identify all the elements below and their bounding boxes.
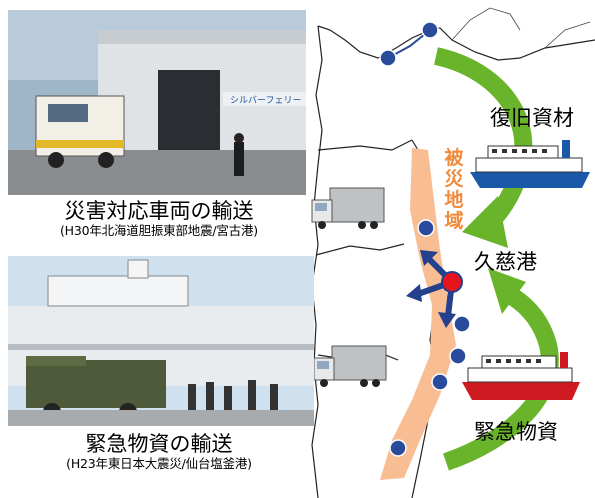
port-label: 久慈港 <box>474 250 537 274</box>
photo-1-caption-title: 災害対応車両の輸送 <box>64 199 254 223</box>
coast-detail <box>451 7 591 49</box>
photo-1-caption-sub: (H30年北海道胆振東部地震/宮古港) <box>60 223 258 238</box>
distribution-arrowheads <box>406 250 456 328</box>
emergency-arrow-head <box>488 268 526 314</box>
photo-emergency-supply-transport <box>8 256 314 426</box>
node-coast-2 <box>453 315 471 333</box>
recovery-arrow-head <box>462 196 508 248</box>
network-nodes <box>379 21 471 457</box>
ferry-icon <box>462 352 580 400</box>
disaster-zone <box>380 148 456 480</box>
photo-1-caption: 災害対応車両の輸送 (H30年北海道胆振東部地震/宮古港) <box>0 199 318 238</box>
disaster-zone-label: 被災地域 <box>444 147 464 232</box>
node-coast-4 <box>431 373 449 391</box>
truck-icon <box>313 345 387 387</box>
photo-disaster-vehicle-transport: シルバーフェリー <box>8 10 306 195</box>
photo-2-caption: 緊急物資の輸送 (H23年東日本大震災/仙台塩釜港) <box>0 432 318 471</box>
ferry-lettering: シルバーフェリー <box>230 95 301 106</box>
node-south <box>389 439 407 457</box>
photo-2-caption-title: 緊急物資の輸送 <box>85 432 233 456</box>
port-node <box>441 271 463 293</box>
node-north-1 <box>379 49 397 67</box>
ferry-icon <box>470 140 590 188</box>
node-north-2 <box>421 21 439 39</box>
photo-2-caption-sub: (H23年東日本大震災/仙台塩釜港) <box>66 456 252 471</box>
node-coast-3 <box>449 347 467 365</box>
node-coast-1 <box>417 219 435 237</box>
emergency-supplies-label: 緊急物資 <box>474 420 558 444</box>
truck-icon <box>311 187 385 229</box>
recovery-materials-label: 復旧資材 <box>490 106 574 130</box>
